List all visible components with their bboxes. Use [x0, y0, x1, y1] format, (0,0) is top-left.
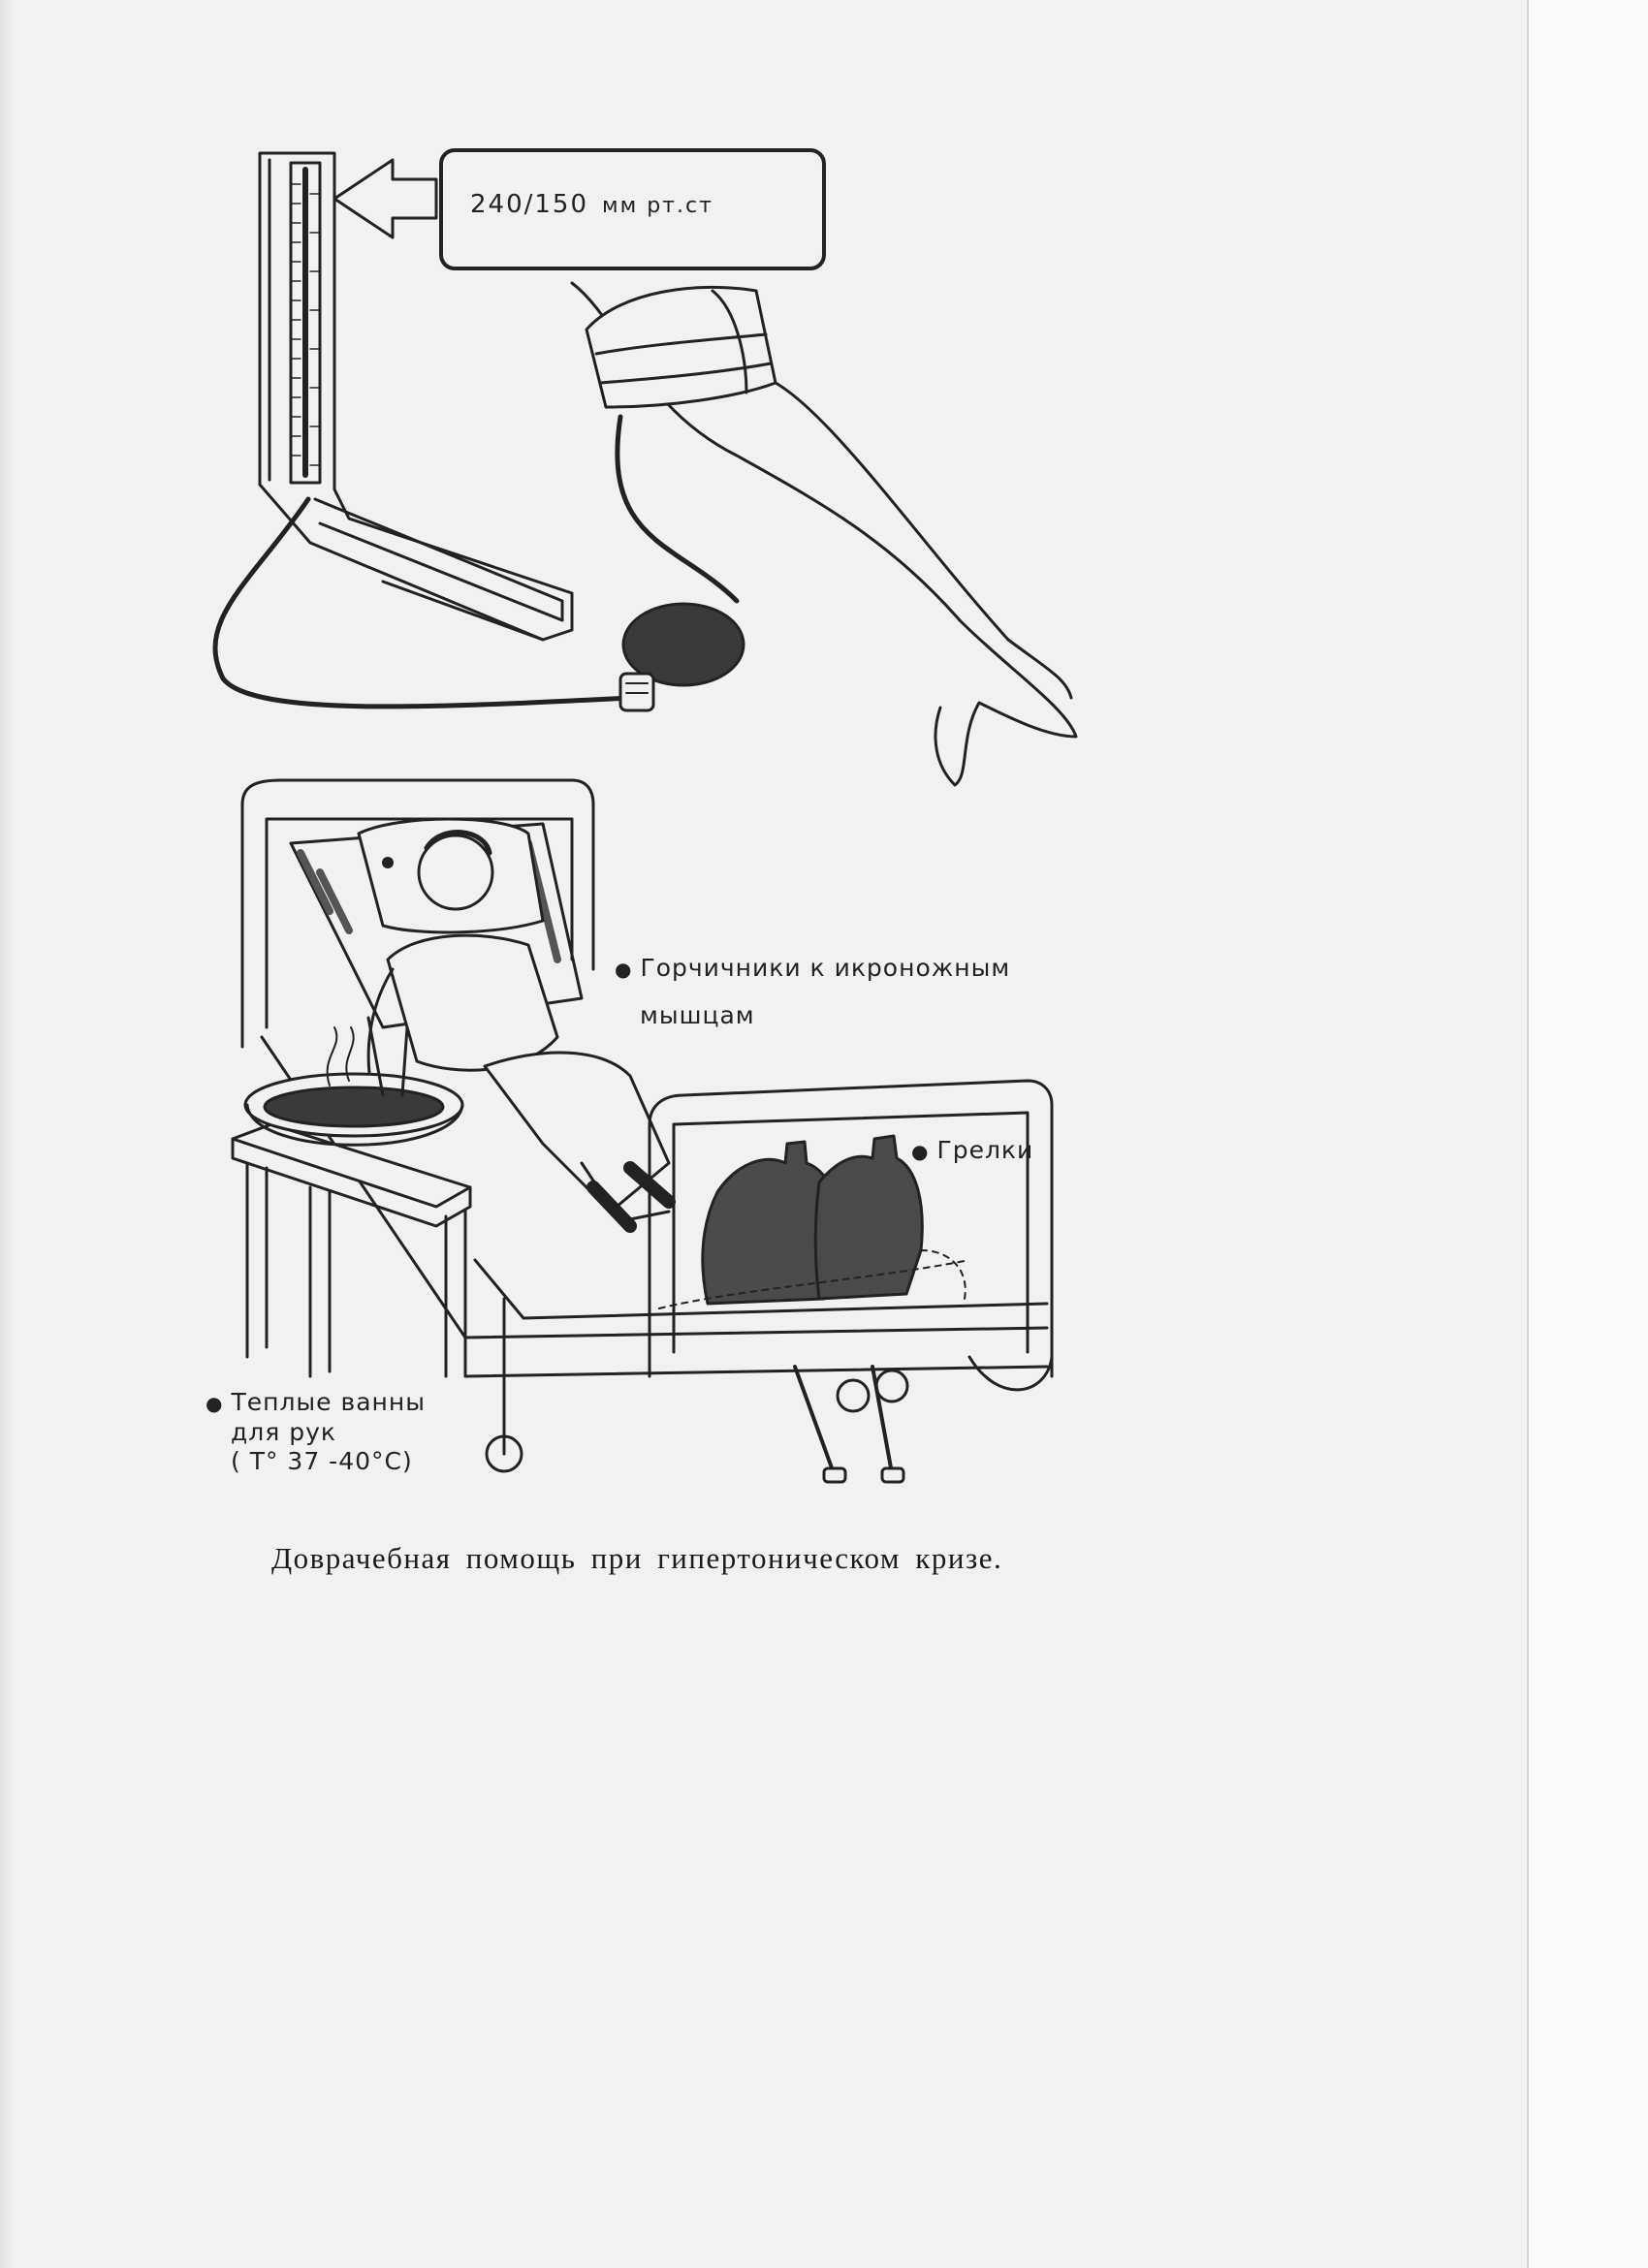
page-right-margin [1527, 0, 1648, 2268]
bullet-icon: ● [911, 1140, 930, 1163]
scan-shadow-edge [0, 0, 16, 2268]
warm-baths-label: ● Теплые ванны для рук ( T° 37 -40°C) [206, 1388, 496, 1476]
table-with-basin-drawing [231, 1016, 472, 1378]
bullet-icon: ● [206, 1392, 224, 1415]
bp-unit: мм рт.ст [602, 194, 713, 218]
heating-pad-right [813, 1134, 924, 1301]
sphygmomanometer-drawing [212, 151, 745, 712]
heating-pads-text: Грелки [936, 1136, 1034, 1164]
warm-baths-line1: Теплые ванны [231, 1388, 426, 1416]
mustard-plasters-line2: мышцам [640, 1001, 755, 1029]
heating-pads-label: ● Грелки [911, 1136, 1033, 1164]
bullet-dot [382, 857, 394, 868]
bullet-icon: ● [615, 958, 633, 981]
warm-baths-line3: ( T° 37 -40°C) [231, 1447, 413, 1475]
first-aid-illustration [212, 148, 1078, 1484]
manometer-scale [290, 183, 321, 466]
mustard-plasters-line1: Горчичники к икроножным [640, 954, 1011, 982]
mustard-plasters-label: ● Горчичники к икроножным мышцам [615, 945, 1119, 1039]
warm-baths-line2: для рук [231, 1418, 337, 1446]
bp-reading-box [439, 148, 826, 270]
bp-value: 240/150 [470, 190, 589, 219]
figure-caption: Доврачебная помощь при гипертоническом к… [271, 1541, 1003, 1575]
blood-pressure-label: 240/150 мм рт.ст [470, 190, 713, 219]
arm-with-cuff-drawing [570, 281, 1078, 787]
